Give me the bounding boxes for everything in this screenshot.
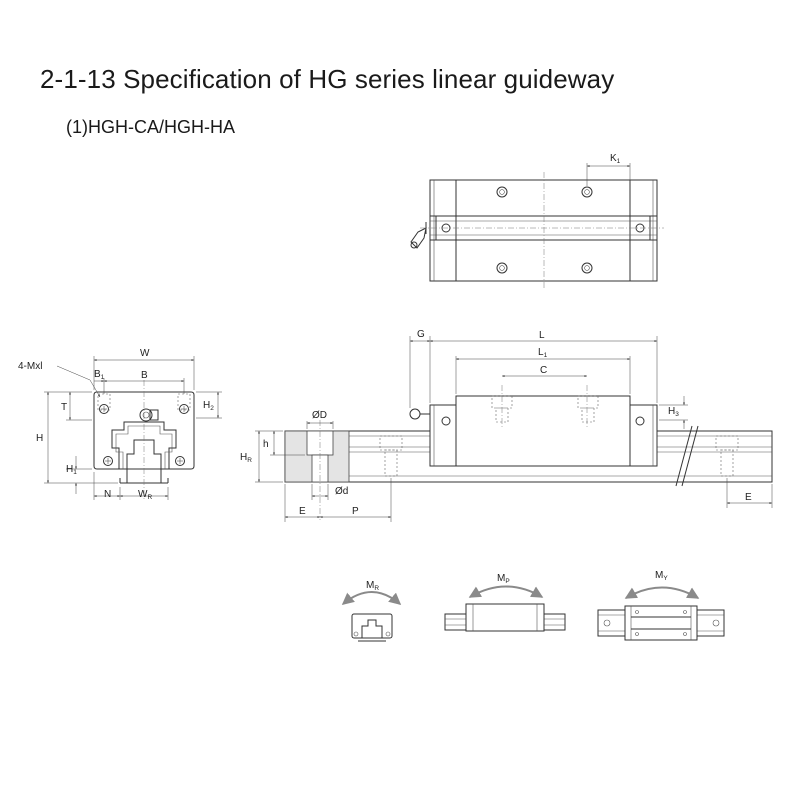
end-seal-screw [179, 404, 189, 414]
rail-section [284, 420, 350, 520]
dim-label-e-left: E [299, 506, 306, 517]
dim-label-h3: H3 [668, 406, 679, 418]
dim-label-l: L [539, 330, 545, 341]
dim-label-e-right: E [745, 492, 752, 503]
dim-label-od-small: Ød [335, 486, 348, 497]
dim-label-h: H [36, 433, 43, 444]
dim-label-h-small: h [263, 439, 269, 450]
moment-label-my: MY [655, 570, 668, 582]
dim-label-g: G [417, 329, 425, 340]
dim-label-k1: K1 [610, 153, 621, 165]
end-seal-screw [175, 456, 185, 466]
moment-label-mr: MR [366, 580, 379, 592]
dim-label-c: C [540, 365, 547, 376]
grease-nipple [410, 222, 427, 249]
side-view [255, 336, 773, 522]
grease-nipple [409, 408, 430, 420]
moment-my-icon [597, 586, 725, 641]
dim-label-wr: WR [138, 489, 152, 501]
dim-label-mxl: 4-Mxl [18, 361, 42, 372]
dim-label-b1: B1 [94, 369, 105, 381]
front-view [44, 356, 222, 500]
dim-label-p: P [352, 506, 359, 517]
rail-bolt-hole [715, 435, 739, 477]
mounting-hole [581, 262, 593, 274]
dim-label-n: N [104, 489, 111, 500]
page-title: 2-1-13 Specification of HG series linear… [40, 64, 615, 94]
moment-mr-icon [341, 591, 402, 642]
dim-label-od-large: ØD [312, 410, 327, 421]
moment-mp-icon [444, 585, 566, 632]
dim-label-hr: HR [240, 452, 252, 464]
mounting-hole [496, 262, 508, 274]
carriage-block [429, 385, 658, 467]
mounting-hole [581, 186, 593, 198]
page-subtitle: (1)HGH-CA/HGH-HA [66, 117, 235, 137]
dim-label-b: B [141, 370, 148, 381]
top-view [410, 163, 664, 290]
end-seal-screw [99, 404, 109, 414]
grease-nipple [139, 408, 159, 422]
dim-label-h1: H1 [66, 464, 77, 476]
dim-label-h2: H2 [203, 400, 214, 412]
end-seal-screw [103, 456, 113, 466]
mounting-hole [496, 186, 508, 198]
moment-label-mp: MP [497, 573, 510, 585]
dim-label-t: T [61, 402, 67, 413]
dim-label-w: W [140, 348, 150, 359]
rail-bolt-hole [379, 435, 403, 477]
dim-label-l1: L1 [538, 347, 548, 359]
